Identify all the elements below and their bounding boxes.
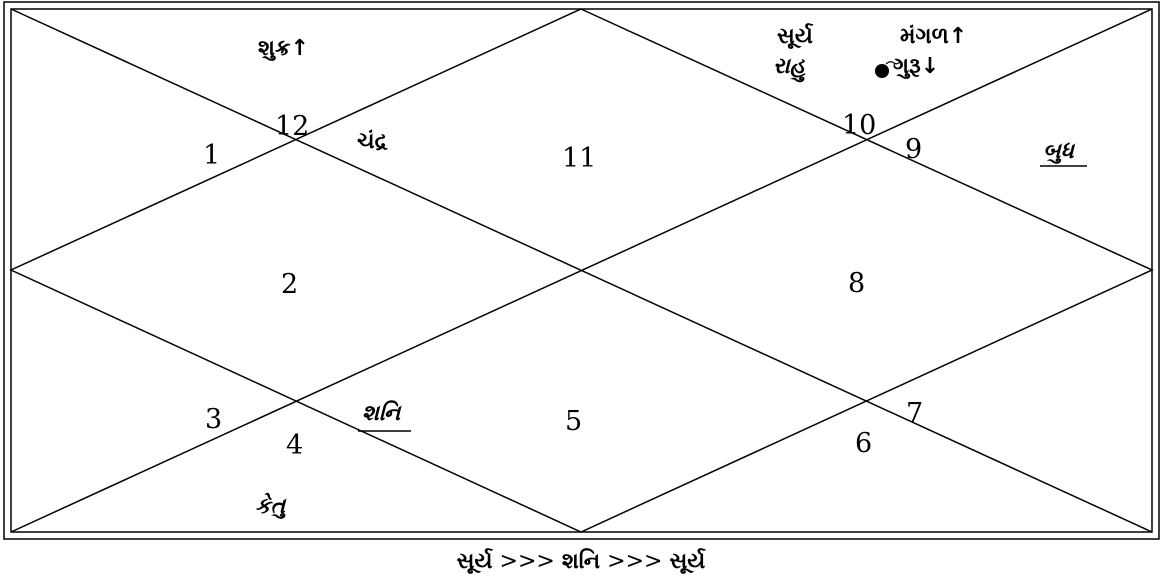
planet-rahu: રાહુ	[773, 54, 806, 83]
combust-icon	[875, 61, 901, 78]
house-number-4: 4	[286, 430, 303, 461]
planet-surya: સૂર્ય	[777, 23, 814, 49]
outer-border	[3, 1, 1160, 540]
house-number-2: 2	[281, 269, 298, 300]
footer-planet-3: સૂર્ય	[669, 549, 706, 574]
house-number-11: 11	[562, 143, 596, 174]
inner-diamond	[9, 8, 1154, 533]
house-number-7: 7	[906, 398, 923, 429]
diagonal-anti	[10, 8, 1153, 533]
planet-mangal: મંગળ↑	[900, 24, 967, 49]
house-number-10: 10	[842, 110, 876, 141]
planet-shani: શનિ	[362, 400, 402, 426]
house-number-3: 3	[205, 404, 222, 435]
house-number-6: 6	[855, 428, 872, 459]
planet-shukra: શુક્ર↑	[258, 36, 309, 61]
house-number-8: 8	[848, 268, 865, 299]
house-number-5: 5	[565, 406, 582, 437]
planet-chandra: ચંદ્ર	[357, 129, 389, 154]
planet-budh: બુધ	[1043, 139, 1076, 164]
footer-separator-1: >>>	[499, 549, 555, 574]
planet-ketu: કેતુ	[255, 492, 287, 520]
house-number-1: 1	[203, 140, 220, 171]
dasha-sequence: સૂર્ય >>> શનિ >>> સૂર્ય	[0, 542, 1162, 582]
footer-planet-2: શનિ	[561, 549, 601, 574]
house-number-9: 9	[905, 134, 922, 165]
planet-guru: ગુરૂ↓	[893, 54, 939, 79]
footer-planet-1: સૂર્ય	[456, 549, 493, 574]
footer-separator-2: >>>	[607, 549, 663, 574]
house-number-12: 12	[275, 111, 309, 142]
